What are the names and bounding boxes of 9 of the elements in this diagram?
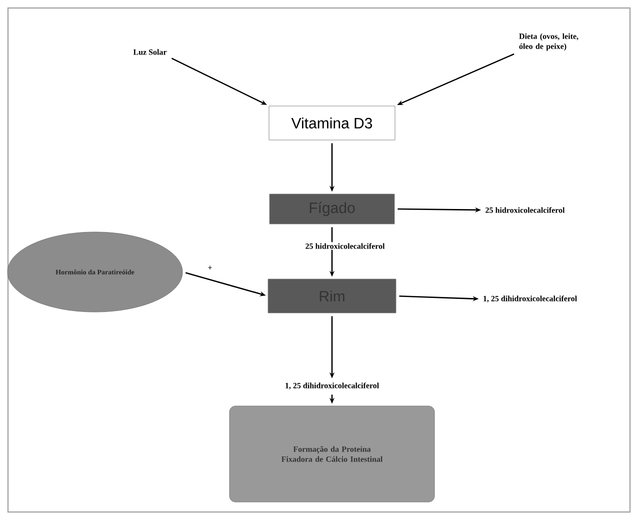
result-box: Formação da Proteína Fixadora de Cálcio Intestinal (229, 406, 435, 502)
source-label: Dieta (ovos, leite, óleo de peixe) (519, 33, 578, 51)
product-label: 1, 25 dihidroxicolecalciferol (484, 296, 577, 302)
product-label: 25 hidroxicolecalciferol (486, 207, 565, 213)
process-box: Vitamina D3 (268, 106, 396, 140)
product-label: 1, 25 dihidroxicolecalciferol (286, 382, 379, 390)
source-label: Luz Solar (133, 49, 167, 55)
edge-label: 25 hidroxicolecalciferol (304, 242, 386, 250)
edge-label: + (206, 264, 214, 272)
